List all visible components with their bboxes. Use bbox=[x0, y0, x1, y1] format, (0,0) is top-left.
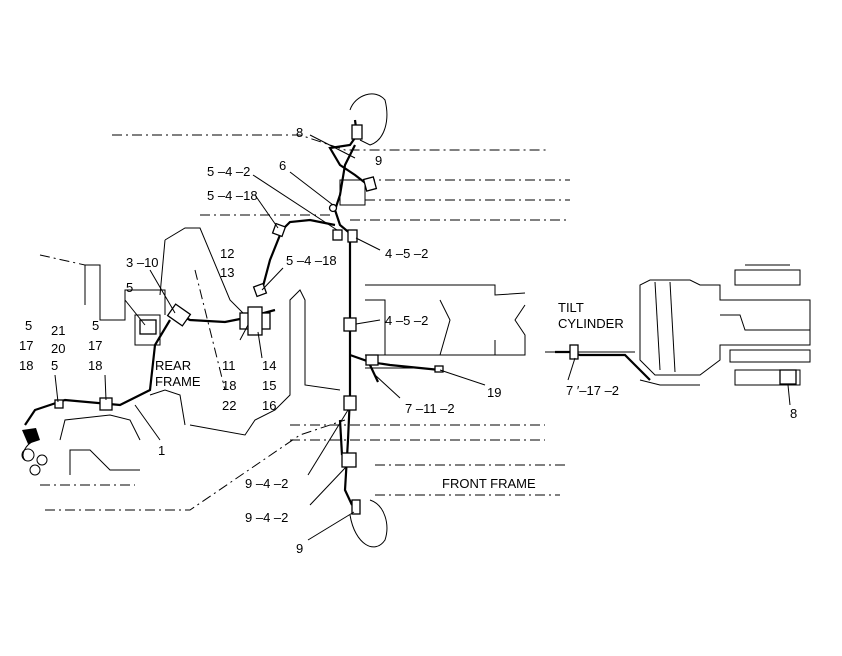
section-labels: REAR FRAME TILT CYLINDER FRONT FRAME bbox=[155, 300, 624, 491]
callout-3-10: 3 –10 bbox=[126, 255, 159, 270]
callout-11: 11 bbox=[222, 358, 236, 373]
label-tilt-cylinder-2: CYLINDER bbox=[558, 316, 624, 331]
frame-outlines bbox=[39, 134, 570, 511]
callout-9-top: 9 bbox=[375, 153, 382, 168]
callout-14: 14 bbox=[262, 358, 276, 373]
callout-4-5-2-b: 4 –5 –2 bbox=[385, 313, 428, 328]
front-frame bbox=[365, 264, 811, 386]
callout-7-17-2: 7 ′–17 –2 bbox=[566, 383, 619, 398]
callouts: 8 9 5 –4 –2 6 5 –4 –18 4 –5 –2 12 13 3 –… bbox=[19, 125, 797, 556]
callout-5-a: 5 bbox=[126, 280, 133, 295]
callout-8-top: 8 bbox=[296, 125, 303, 140]
callout-9-4-2-b: 9 –4 –2 bbox=[245, 510, 288, 525]
callout-1: 1 bbox=[158, 443, 165, 458]
callout-17-b: 17 bbox=[88, 338, 102, 353]
callout-13: 13 bbox=[220, 265, 234, 280]
wheel-outlines bbox=[21, 93, 388, 548]
callout-22: 22 bbox=[222, 398, 236, 413]
callout-5-b: 5 bbox=[25, 318, 32, 333]
wire-harness bbox=[24, 119, 651, 506]
callout-4-5-2-a: 4 –5 –2 bbox=[385, 246, 428, 261]
components bbox=[22, 124, 797, 515]
callout-9-4-2-a: 9 –4 –2 bbox=[245, 476, 288, 491]
callout-18-a: 18 bbox=[19, 358, 33, 373]
callout-6: 6 bbox=[279, 158, 286, 173]
callout-18-c: 18 bbox=[222, 378, 236, 393]
callout-5-4-18-b: 5 –4 –18 bbox=[286, 253, 337, 268]
callout-5-4-18-a: 5 –4 –18 bbox=[207, 188, 258, 203]
callout-5-4-2: 5 –4 –2 bbox=[207, 164, 250, 179]
leader-lines bbox=[54, 134, 791, 541]
callout-8-right: 8 bbox=[790, 406, 797, 421]
label-rear-frame-1: REAR bbox=[155, 358, 191, 373]
label-tilt-cylinder-1: TILT bbox=[558, 300, 584, 315]
callout-20: 20 bbox=[51, 341, 65, 356]
callout-9-bottom: 9 bbox=[296, 541, 303, 556]
rear-frame bbox=[59, 227, 341, 475]
callout-5-d: 5 bbox=[92, 318, 99, 333]
callout-7-11-2: 7 –11 –2 bbox=[405, 401, 455, 416]
label-rear-frame-2: FRAME bbox=[155, 374, 201, 389]
callout-12: 12 bbox=[220, 246, 234, 261]
label-front-frame: FRONT FRAME bbox=[442, 476, 536, 491]
callout-16: 16 bbox=[262, 398, 276, 413]
callout-15: 15 bbox=[262, 378, 276, 393]
callout-5-c: 5 bbox=[51, 358, 58, 373]
callout-18-b: 18 bbox=[88, 358, 102, 373]
callout-19: 19 bbox=[487, 385, 501, 400]
callout-17-a: 17 bbox=[19, 338, 33, 353]
callout-21: 21 bbox=[51, 323, 65, 338]
